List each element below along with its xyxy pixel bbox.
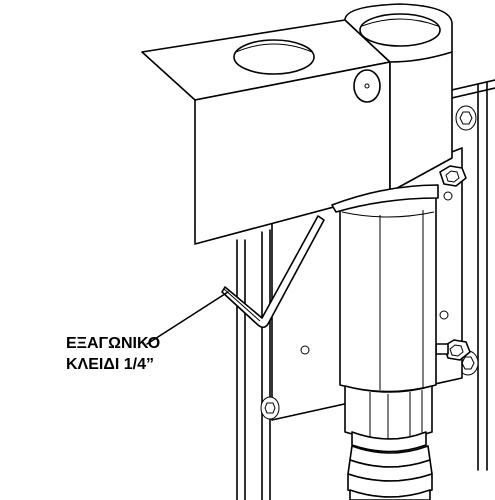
hex-key: [221, 215, 325, 329]
plate-screw-mid: [300, 345, 310, 355]
plate-screw-right-up: [443, 191, 453, 201]
bottom-skirt: [331, 184, 439, 213]
top-round-cover: [233, 39, 315, 75]
cylinder-body: [339, 194, 437, 393]
hex-nut-upper: [439, 165, 467, 187]
callout-leader-line: [146, 291, 229, 345]
collar-nut: [344, 385, 433, 453]
guide-rail: [236, 229, 271, 500]
hex-nut-right: [435, 339, 471, 361]
callout-line-1: ΕΞΑΓΩΝΙΚΟ: [66, 335, 161, 352]
side-cap: [353, 69, 381, 103]
callout-line-2: ΚΛΕΙΔΙ 1/4”: [66, 356, 154, 373]
upper-cylinder-boss: [344, 3, 453, 63]
plate-screw-right-low: [439, 310, 449, 320]
bellows-spring: [347, 445, 433, 500]
bracket-screw-top: [455, 105, 477, 131]
head-housing: [141, 3, 453, 245]
hex-key-callout-label: ΕΞΑΓΩΝΙΚΟ ΚΛΕΙΔΙ 1/4”: [66, 333, 160, 375]
plate-screw-left: [260, 396, 280, 420]
